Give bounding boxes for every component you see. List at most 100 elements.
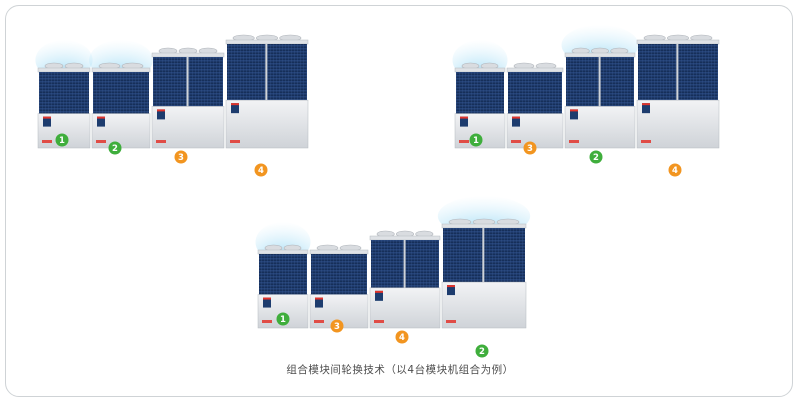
caption: 组合模块间轮换技术（以4台模块机组合为例） (286, 364, 514, 376)
modular-unit (151, 47, 225, 149)
brand-stripe (263, 297, 271, 300)
marker-dot (668, 163, 682, 177)
marker-dot (475, 344, 489, 358)
control-plate (97, 116, 105, 127)
panel-seam (265, 44, 268, 101)
marker-label: 3 (178, 153, 184, 163)
marker-label: 3 (527, 144, 533, 154)
coil-panel (39, 72, 89, 114)
unit-top (151, 52, 225, 58)
warning-stripe (374, 320, 384, 323)
unit-top (309, 249, 369, 255)
panel-seam (186, 57, 189, 107)
modular-unit (369, 230, 441, 329)
marker-label: 2 (112, 144, 118, 154)
sequence-marker: 3 (174, 150, 188, 164)
unit-top (225, 39, 309, 45)
panel-seam (676, 44, 679, 101)
control-plate (447, 285, 455, 296)
modular-unit (225, 34, 309, 149)
warning-stripe (230, 140, 240, 143)
unit-top (91, 67, 151, 73)
unit-top (506, 67, 564, 73)
control-plate (157, 109, 165, 120)
unit-top (369, 235, 441, 241)
warning-stripe (314, 320, 324, 323)
unit-top (636, 39, 720, 45)
brand-stripe (447, 285, 455, 288)
warning-stripe (569, 140, 579, 143)
control-plate (570, 109, 578, 120)
marker-label: 2 (479, 347, 485, 357)
brand-stripe (315, 297, 323, 300)
marker-label: 4 (399, 333, 405, 343)
warning-stripe (511, 140, 521, 143)
sequence-marker: 3 (330, 319, 344, 333)
coil-panel (93, 72, 149, 114)
marker-label: 2 (593, 153, 599, 163)
control-plate (231, 103, 239, 114)
panel-seam (403, 240, 406, 288)
sequence-marker: 4 (395, 330, 409, 344)
modular-unit (89, 40, 153, 149)
marker-dot (55, 133, 69, 147)
brand-stripe (512, 116, 520, 119)
marker-dot (108, 141, 122, 155)
marker-dot (174, 150, 188, 164)
brand-stripe (43, 116, 51, 119)
unit-top (564, 52, 636, 58)
sequence-marker: 1 (469, 133, 483, 147)
marker-dot (523, 141, 537, 155)
marker-dot (330, 319, 344, 333)
warning-stripe (446, 320, 456, 323)
control-plate (642, 103, 650, 114)
sequence-marker: 1 (55, 133, 69, 147)
unit-arrangement-2: 1 3 2 4 (452, 25, 720, 177)
coil-panel (311, 254, 367, 295)
marker-dot (469, 133, 483, 147)
modular-unit (561, 25, 639, 149)
marker-label: 1 (280, 315, 286, 325)
modular-unit (452, 40, 508, 149)
brand-stripe (642, 103, 650, 106)
control-plate (43, 116, 51, 127)
unit-top (257, 249, 309, 255)
marker-dot (254, 163, 268, 177)
sequence-marker: 4 (254, 163, 268, 177)
sequence-marker: 3 (523, 141, 537, 155)
unit-top (454, 67, 506, 73)
coil-panel (456, 72, 504, 114)
unit-top (37, 67, 91, 73)
marker-dot (395, 330, 409, 344)
warning-stripe (262, 320, 272, 323)
unit-top (441, 223, 527, 229)
control-plate (263, 297, 271, 308)
warning-stripe (96, 140, 106, 143)
modular-unit (255, 222, 311, 329)
modular-unit (35, 40, 93, 149)
control-plate (512, 116, 520, 127)
marker-dot (276, 312, 290, 326)
brand-stripe (570, 109, 578, 112)
marker-label: 3 (334, 322, 340, 332)
sequence-marker: 1 (276, 312, 290, 326)
modular-unit (636, 34, 720, 149)
warning-stripe (459, 140, 469, 143)
modular-unit (309, 244, 369, 329)
marker-label: 4 (672, 166, 678, 176)
marker-label: 1 (59, 136, 65, 146)
unit-arrangement-3: 1 3 4 2 (255, 196, 531, 358)
marker-label: 4 (258, 166, 264, 176)
brand-stripe (97, 116, 105, 119)
warning-stripe (42, 140, 52, 143)
control-plate (460, 116, 468, 127)
marker-dot (589, 150, 603, 164)
brand-stripe (231, 103, 239, 106)
coil-panel (259, 254, 307, 295)
modular-unit (437, 196, 531, 329)
sequence-marker: 2 (589, 150, 603, 164)
coil-panel (508, 72, 562, 114)
sequence-marker: 2 (108, 141, 122, 155)
brand-stripe (157, 109, 165, 112)
